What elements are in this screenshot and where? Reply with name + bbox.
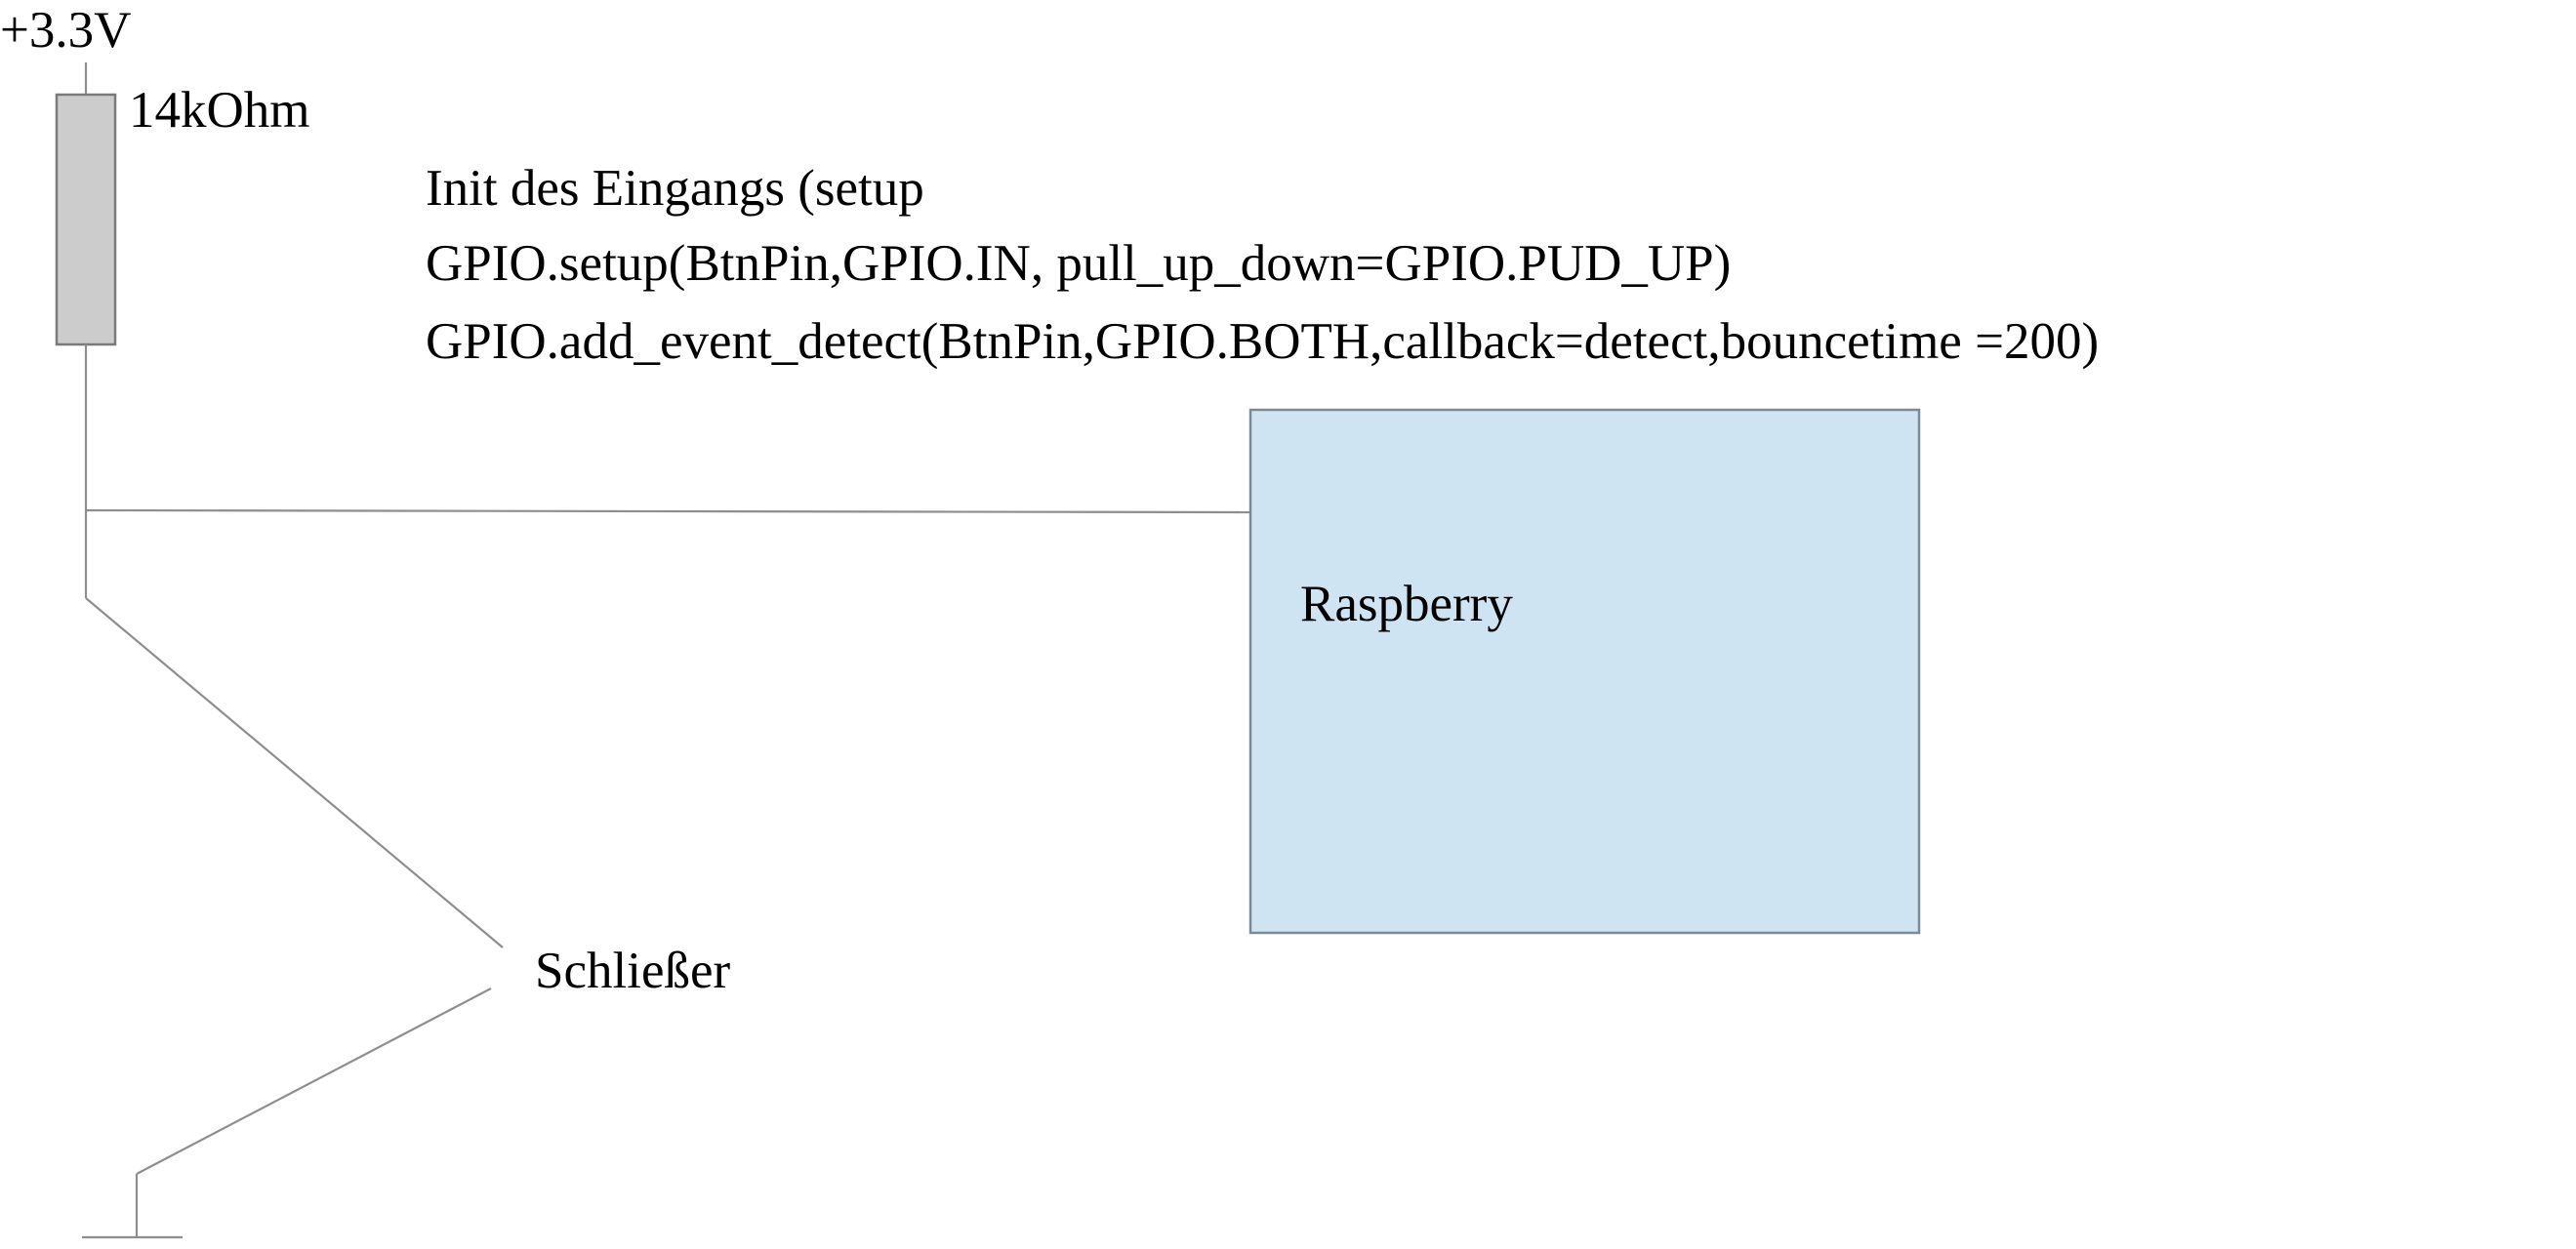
gpio-input-wire: [85, 508, 1251, 514]
code-note-line-1: Init des Eingangs (setup: [426, 160, 924, 217]
resistor-14kohm: [55, 93, 117, 346]
supply-voltage-label: +3.3V: [0, 2, 131, 59]
code-note-line-2: GPIO.setup(BtnPin,GPIO.IN, pull_up_down=…: [426, 235, 1731, 292]
switch-label: Schließer: [535, 943, 730, 999]
switch-upper-contact: [85, 597, 504, 948]
code-note-line-3: GPIO.add_event_detect(BtnPin,GPIO.BOTH,c…: [426, 313, 2099, 370]
raspberry-box: [1248, 408, 1921, 935]
switch-lever: [136, 987, 492, 1175]
raspberry-label: Raspberry: [1300, 576, 1513, 632]
resistor-value-label: 14kOhm: [129, 82, 310, 139]
